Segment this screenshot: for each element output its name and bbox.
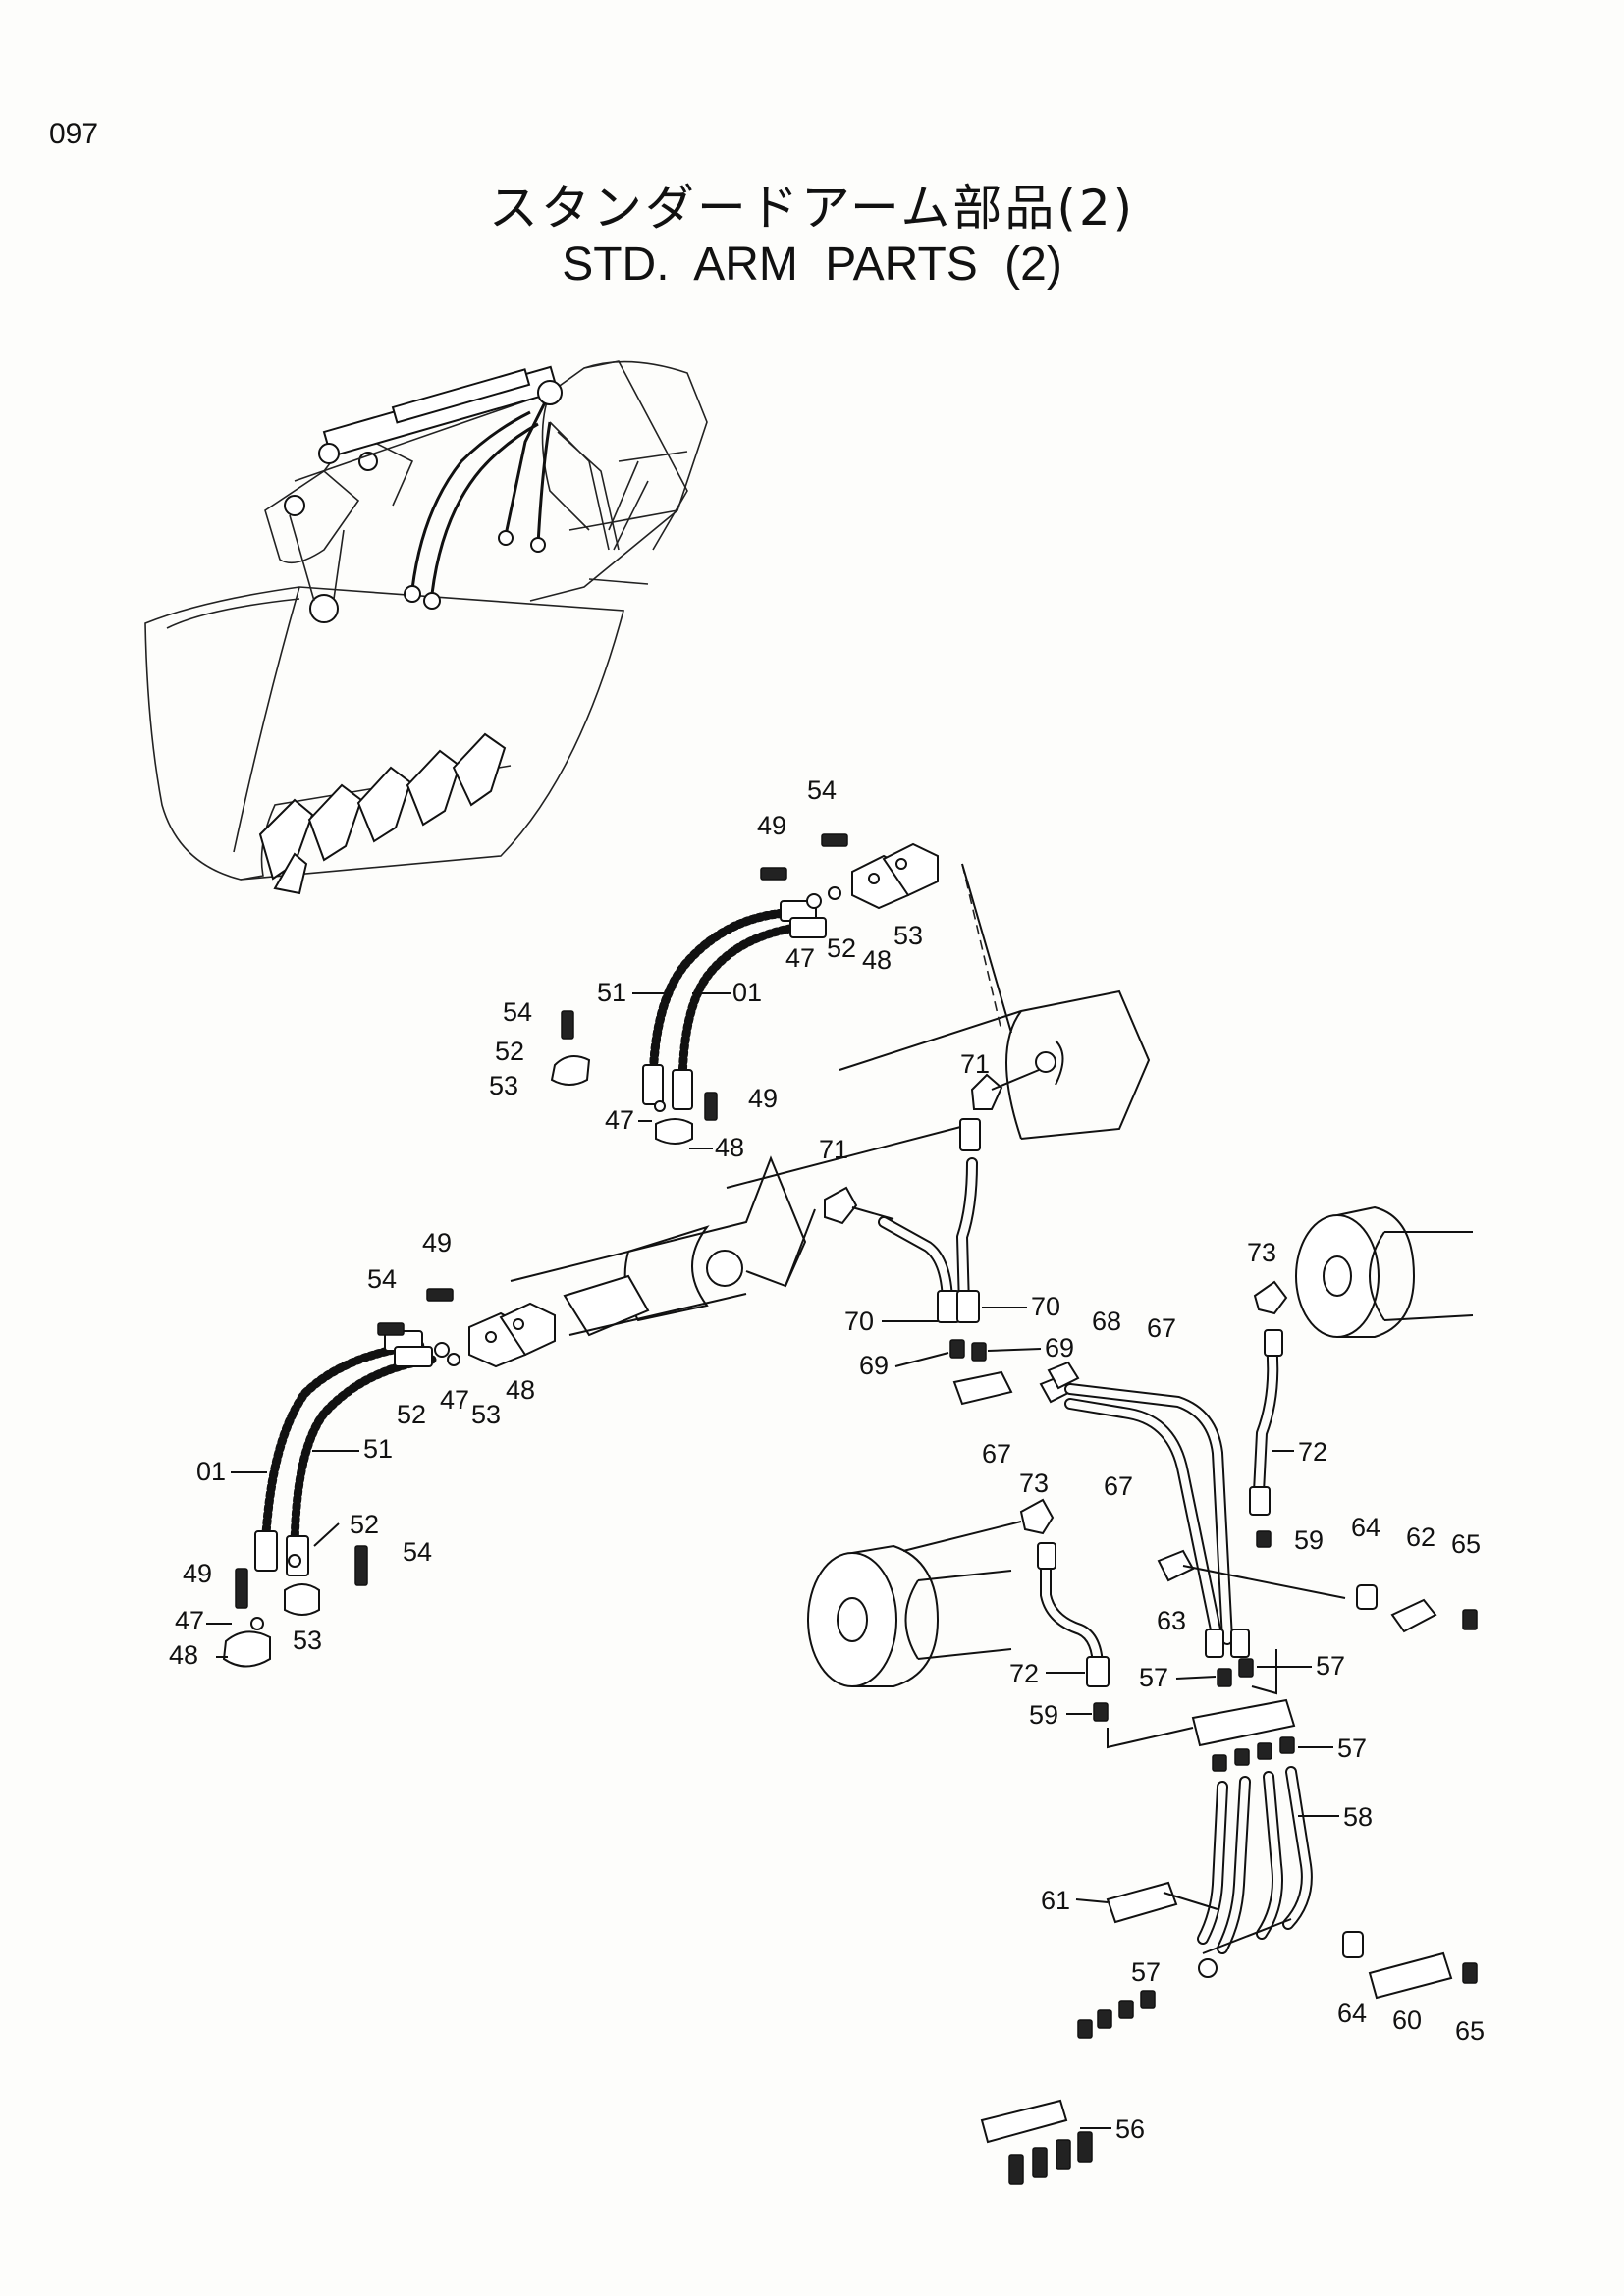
callout-52: 52 — [495, 1037, 524, 1066]
callout-51: 51 — [597, 978, 626, 1007]
callout-73: 73 — [1247, 1238, 1276, 1267]
callout-67: 67 — [1147, 1313, 1176, 1343]
callout-48: 48 — [506, 1375, 535, 1405]
callout-64: 64 — [1351, 1513, 1380, 1542]
callout-60: 60 — [1392, 2005, 1422, 2035]
callout-47: 47 — [785, 943, 815, 973]
arm-mid-block-illustration — [510, 1155, 816, 1337]
arm-pipe-assembly — [824, 1118, 1313, 1978]
callout-68: 68 — [1092, 1307, 1121, 1336]
callout-53: 53 — [489, 1071, 518, 1100]
callout-70: 70 — [1031, 1292, 1060, 1321]
callout-51: 51 — [363, 1434, 393, 1464]
callout-52: 52 — [827, 934, 856, 963]
callout-54: 54 — [367, 1264, 397, 1294]
callout-54: 54 — [503, 997, 532, 1027]
callout-54: 54 — [807, 775, 837, 805]
callout-49: 49 — [183, 1559, 212, 1588]
callout-52: 52 — [350, 1510, 379, 1539]
callout-49: 49 — [422, 1228, 452, 1257]
callout-72: 72 — [1009, 1659, 1039, 1688]
callout-01: 01 — [196, 1457, 226, 1486]
callout-65: 65 — [1455, 2016, 1485, 2046]
callout-59: 59 — [1294, 1525, 1324, 1555]
bucket-cylinder-left-illustration — [807, 1521, 1022, 1687]
arm-section-illustration — [726, 863, 1151, 1189]
callout-58: 58 — [1343, 1802, 1373, 1832]
page-title-english: STD. ARM PARTS (2) — [562, 239, 1062, 291]
callout-61: 61 — [1041, 1886, 1070, 1915]
callout-48: 48 — [169, 1640, 198, 1670]
callout-48: 48 — [862, 945, 892, 975]
callout-64: 64 — [1337, 1999, 1367, 2028]
bucket-cylinder-right-illustration — [1295, 1205, 1474, 1338]
callout-47: 47 — [440, 1385, 469, 1415]
callout-47: 47 — [175, 1606, 204, 1635]
pipe-clamps — [1106, 1549, 1478, 2000]
callout-48: 48 — [715, 1133, 744, 1162]
bucket-teeth — [258, 732, 507, 895]
callout-71: 71 — [960, 1049, 990, 1079]
callout-73: 73 — [1019, 1468, 1049, 1498]
callout-52: 52 — [397, 1400, 426, 1429]
callout-57: 57 — [1337, 1734, 1367, 1763]
callout-71: 71 — [819, 1135, 848, 1164]
callout-47: 47 — [605, 1105, 634, 1135]
callout-70: 70 — [844, 1307, 874, 1336]
callout-01: 01 — [732, 978, 762, 1007]
callout-69: 69 — [859, 1351, 889, 1380]
callout-67: 67 — [1104, 1471, 1133, 1501]
callout-65: 65 — [1451, 1529, 1481, 1559]
callout-49: 49 — [757, 811, 786, 840]
callout-57: 57 — [1139, 1663, 1168, 1692]
upper-hose-assembly — [550, 833, 939, 1145]
page-number: 097 — [49, 118, 99, 150]
callout-53: 53 — [471, 1400, 501, 1429]
page-title-japanese: スタンダードアーム部品(2) — [488, 180, 1136, 237]
callout-53: 53 — [893, 921, 923, 950]
arm-bucket-overview-illustration — [144, 360, 708, 895]
connector-block-assembly — [980, 1990, 1156, 2185]
callout-59: 59 — [1029, 1700, 1058, 1730]
callout-67: 67 — [982, 1439, 1011, 1468]
callout-53: 53 — [293, 1626, 322, 1655]
callout-56: 56 — [1115, 2114, 1145, 2144]
callout-57: 57 — [1131, 1957, 1161, 1987]
callout-49: 49 — [748, 1084, 778, 1113]
lower-left-hose-assembly — [222, 1288, 556, 1668]
callout-57: 57 — [1316, 1651, 1345, 1681]
callout-63: 63 — [1157, 1606, 1186, 1635]
callout-72: 72 — [1298, 1437, 1327, 1467]
callout-69: 69 — [1045, 1333, 1074, 1362]
callout-54: 54 — [403, 1537, 432, 1567]
callout-62: 62 — [1406, 1522, 1435, 1552]
callout-labels: 54 49 47 52 48 53 51 01 54 52 53 49 47 4… — [169, 775, 1485, 2144]
